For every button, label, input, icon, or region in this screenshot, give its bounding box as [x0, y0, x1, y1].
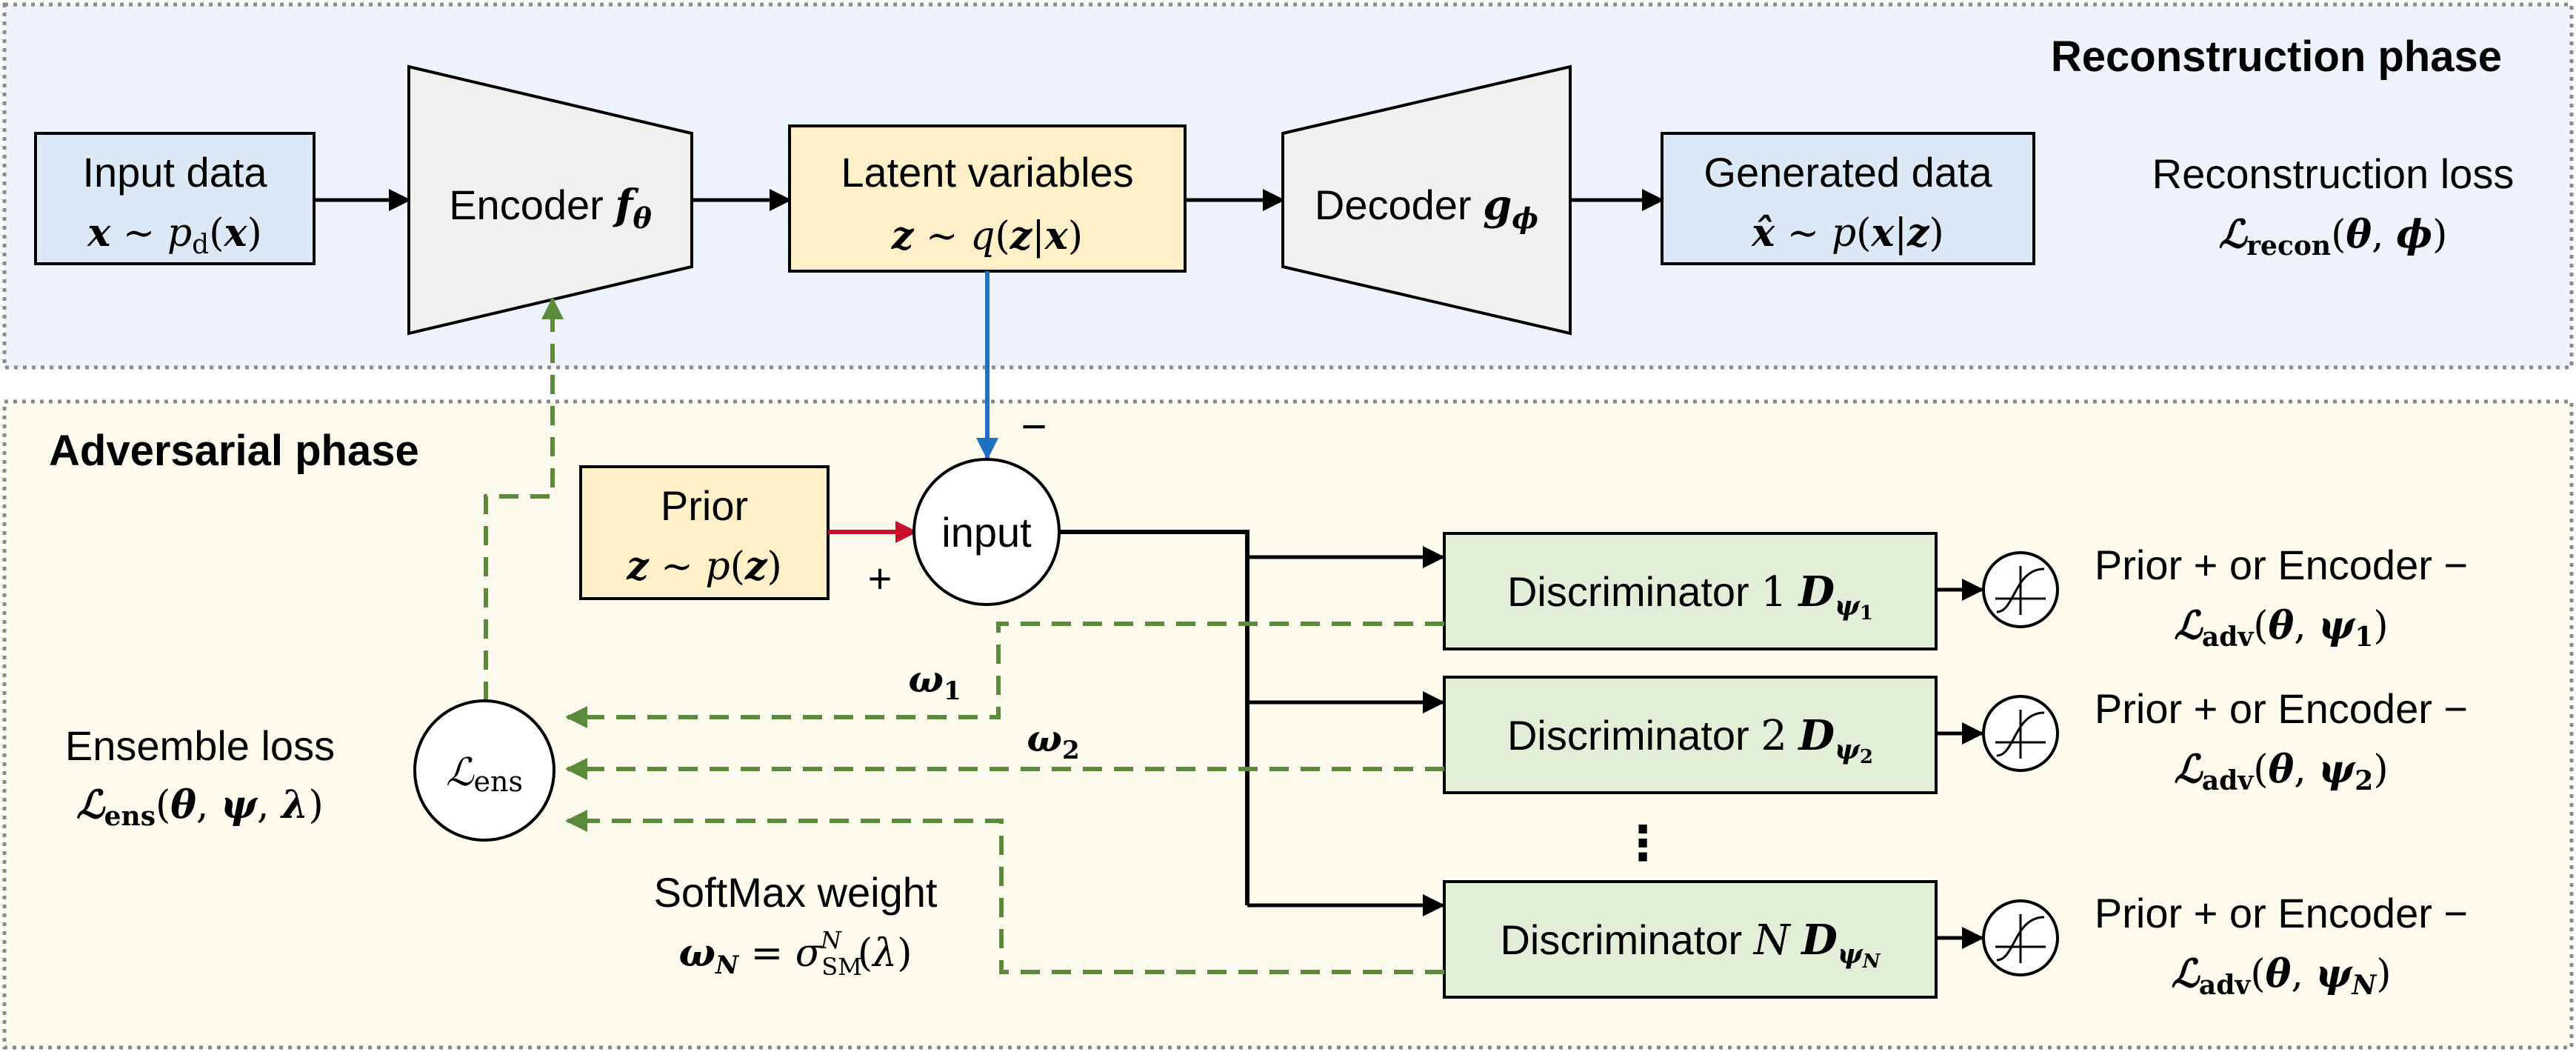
vertical-ellipsis: ⋮	[1619, 816, 1666, 870]
reconstruction-loss-title: Reconstruction loss	[2152, 150, 2515, 197]
reconstruction-phase-title: Reconstruction phase	[2051, 33, 2502, 81]
softmax-title: SoftMax weight	[654, 869, 938, 916]
discriminator-1-label: Discriminator 1 Dψ1	[1507, 567, 1873, 625]
adv-loss-1-formula: ℒadv(θ, ψ1)	[2174, 603, 2388, 653]
discriminator-n-box	[1443, 880, 1938, 999]
input-node-label: input	[941, 509, 1032, 556]
input-data-title: Input data	[82, 149, 267, 196]
ensemble-node	[413, 699, 555, 842]
encoder-label: Encoder fθ	[449, 181, 652, 235]
plus-sign: +	[868, 555, 892, 602]
softmax-formula: ωN = σSMN(λ)	[679, 926, 912, 981]
minus-sign: −	[1021, 402, 1047, 451]
discriminator-2-label: Discriminator 2 Dψ2	[1507, 711, 1873, 768]
generated-data-formula: x̂ ∼ p(x|z)	[1751, 210, 1944, 256]
adv-loss-2-formula: ℒadv(θ, ψ2)	[2174, 747, 2388, 796]
encoder-trapezoid	[407, 64, 693, 336]
sigmoid-node-n	[1982, 899, 2059, 976]
outcome-n-label: Prior + or Encoder −	[2095, 890, 2468, 936]
feedback-line-ensemble-to-encoder	[484, 297, 564, 701]
ensemble-node-label: ℒens	[446, 750, 523, 798]
outcome-2-label: Prior + or Encoder −	[2095, 685, 2468, 732]
prior-formula: z ∼ p(z)	[626, 544, 782, 589]
adversarial-phase-title: Adversarial phase	[49, 427, 419, 475]
latent-variables-title: Latent variables	[841, 149, 1133, 196]
decoder-label: Decoder gϕ	[1315, 181, 1538, 235]
decoder-trapezoid	[1281, 64, 1572, 336]
ensemble-loss-title: Ensemble loss	[65, 722, 335, 769]
latent-variables-formula: z ∼ q(z|x)	[891, 213, 1083, 259]
discriminator-2-box	[1443, 676, 1938, 794]
input-data-formula: x ∼ pd(x)	[87, 210, 262, 260]
sigmoid-node-2	[1982, 695, 2059, 772]
feedback-line-disc-n	[565, 810, 1444, 974]
sigmoid-node-1	[1982, 551, 2059, 628]
prior-title: Prior	[661, 482, 748, 529]
prior-box	[579, 465, 830, 600]
outcome-1-label: Prior + or Encoder −	[2095, 542, 2468, 588]
discriminator-1-box	[1443, 532, 1938, 650]
generated-data-box	[1661, 132, 2035, 265]
input-to-trunk-line	[1059, 530, 1249, 905]
discriminator-n-label: Discriminator N DψN	[1500, 916, 1881, 973]
generated-data-title: Generated data	[1704, 149, 1992, 196]
feedback-line-disc-1	[565, 622, 1444, 728]
